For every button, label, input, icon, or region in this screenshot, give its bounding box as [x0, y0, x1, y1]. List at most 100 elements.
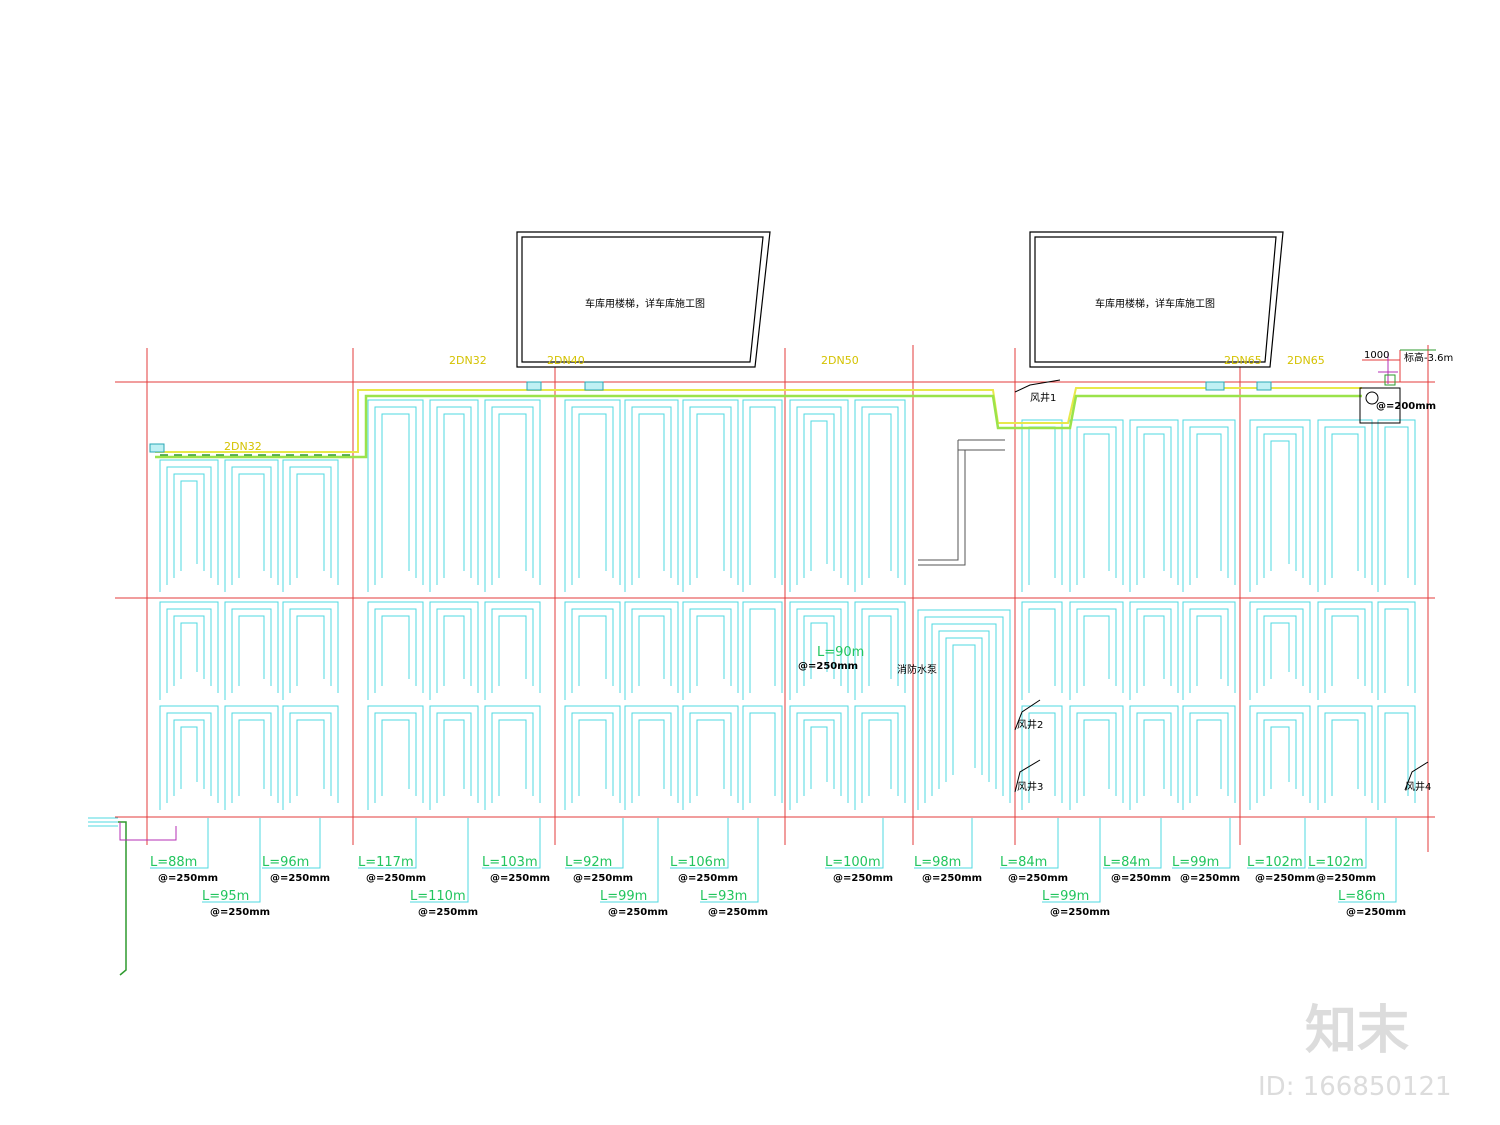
loop-length-label: L=99m — [600, 889, 647, 904]
heating-loop — [367, 601, 424, 700]
heating-loop — [789, 399, 849, 592]
loop-leader-line — [565, 818, 624, 869]
loop-leader-line — [150, 818, 209, 869]
loop-length-label: L=86m — [1338, 889, 1385, 904]
loop-spacing-label: @=250mm — [490, 873, 550, 884]
heating-loop — [682, 601, 739, 700]
heating-loop — [484, 601, 541, 700]
heating-loop — [742, 601, 783, 700]
loop-length-label: L=88m — [150, 855, 197, 870]
stair-box-1-label: 车库用楼梯，详车库施工图 — [585, 297, 705, 310]
loop-spacing-label: @=250mm — [1346, 907, 1406, 918]
heating-loop — [429, 705, 479, 810]
supply-riser — [118, 821, 127, 976]
loop-leader-line — [410, 818, 469, 903]
center-loop-spacing: @=250mm — [798, 661, 858, 672]
heating-loop — [854, 399, 906, 592]
corner-spacing: @=200mm — [1376, 401, 1436, 412]
loop-leader-line — [1247, 818, 1306, 869]
heating-loop — [1377, 419, 1416, 592]
manifold — [526, 381, 542, 391]
corner-detail — [1359, 349, 1436, 424]
manifold — [1205, 381, 1225, 391]
loop-spacing-label: @=250mm — [678, 873, 738, 884]
loop-spacing-label: @=250mm — [1316, 873, 1376, 884]
loop-leader-line — [700, 818, 759, 903]
heating-loop — [1249, 601, 1311, 700]
stair-box-2-label: 车库用楼梯，详车库施工图 — [1095, 297, 1215, 310]
corner-level: 标高-3.6m — [1404, 351, 1453, 364]
heating-loop — [682, 705, 739, 810]
heating-loop — [854, 601, 906, 700]
loop-leader-line — [1000, 818, 1059, 869]
heating-loop — [1182, 601, 1236, 700]
heating-loop — [1069, 705, 1124, 810]
pipe-size-label: 2DN40 — [547, 354, 585, 367]
heating-loop — [367, 399, 424, 592]
shaft-outline — [1014, 379, 1061, 393]
pipe-size-labels: 2DN32 2DN40 2DN50 2DN65 2DN65 2DN32 — [224, 354, 1325, 453]
pipe-size-label: 2DN50 — [821, 354, 859, 367]
heating-loop — [282, 705, 339, 810]
center-loop-length: L=90m — [817, 645, 864, 660]
loop-labels: L=88m@=250mmL=96m@=250mmL=117m@=250mmL=1… — [150, 855, 1406, 918]
loop-leader-line — [482, 818, 541, 869]
heating-loop — [1249, 419, 1311, 592]
loop-length-label: L=102m — [1308, 855, 1364, 870]
heating-loop — [429, 601, 479, 700]
heating-loops — [159, 399, 1416, 810]
heating-loop — [224, 459, 279, 592]
heating-loop — [682, 399, 739, 592]
manifold — [584, 381, 604, 391]
shaft-outline — [1014, 759, 1041, 793]
pipe-size-label: 2DN32 — [224, 440, 262, 453]
heating-loop — [1317, 705, 1373, 810]
loop-length-label: L=106m — [670, 855, 726, 870]
loop-leader-line — [1338, 818, 1397, 903]
loop-length-label: L=117m — [358, 855, 414, 870]
heating-loop — [1317, 601, 1373, 700]
shaft-outline — [1404, 761, 1429, 791]
loop-length-label: L=99m — [1042, 889, 1089, 904]
shaft-label: 风井2 — [1017, 718, 1043, 731]
return-main — [155, 387, 1362, 453]
heating-loop — [624, 705, 679, 810]
shafts — [1014, 379, 1429, 793]
loop-spacing-label: @=250mm — [708, 907, 768, 918]
loop-length-label: L=103m — [482, 855, 538, 870]
loop-length-label: L=95m — [202, 889, 249, 904]
heating-loop — [742, 399, 783, 592]
heating-loop — [564, 705, 621, 810]
manifold — [149, 443, 165, 453]
loop-leader-line — [1308, 818, 1367, 869]
loop-spacing-label: @=250mm — [158, 873, 218, 884]
heating-loop — [789, 601, 849, 700]
loop-spacing-label: @=250mm — [1255, 873, 1315, 884]
watermark-id: ID: 166850121 — [1258, 1072, 1452, 1102]
heating-loop — [1182, 705, 1236, 810]
heating-loop — [1377, 601, 1416, 700]
heating-loop — [1377, 705, 1416, 810]
heating-loop — [159, 459, 219, 592]
shaft-label: 风井3 — [1017, 780, 1043, 793]
heating-loop — [789, 705, 849, 810]
heating-loop — [1249, 705, 1311, 810]
main-pipes — [155, 387, 1362, 459]
heating-loop — [624, 399, 679, 592]
room-note: 消防水泵 — [897, 663, 937, 676]
heating-loop — [367, 705, 424, 810]
heating-loop — [1129, 601, 1179, 700]
heating-loop — [159, 705, 219, 810]
heating-loop — [624, 601, 679, 700]
loop-spacing-label: @=250mm — [922, 873, 982, 884]
loop-leader-line — [202, 818, 261, 903]
pipe-size-label: 2DN32 — [449, 354, 487, 367]
heating-loop — [1317, 419, 1373, 592]
loop-leader-line — [1042, 818, 1101, 903]
loop-leader-line — [358, 818, 417, 869]
loop-length-label: L=98m — [914, 855, 961, 870]
riser-marker — [119, 822, 177, 841]
loop-spacing-label: @=250mm — [210, 907, 270, 918]
heating-loop — [1021, 601, 1063, 700]
